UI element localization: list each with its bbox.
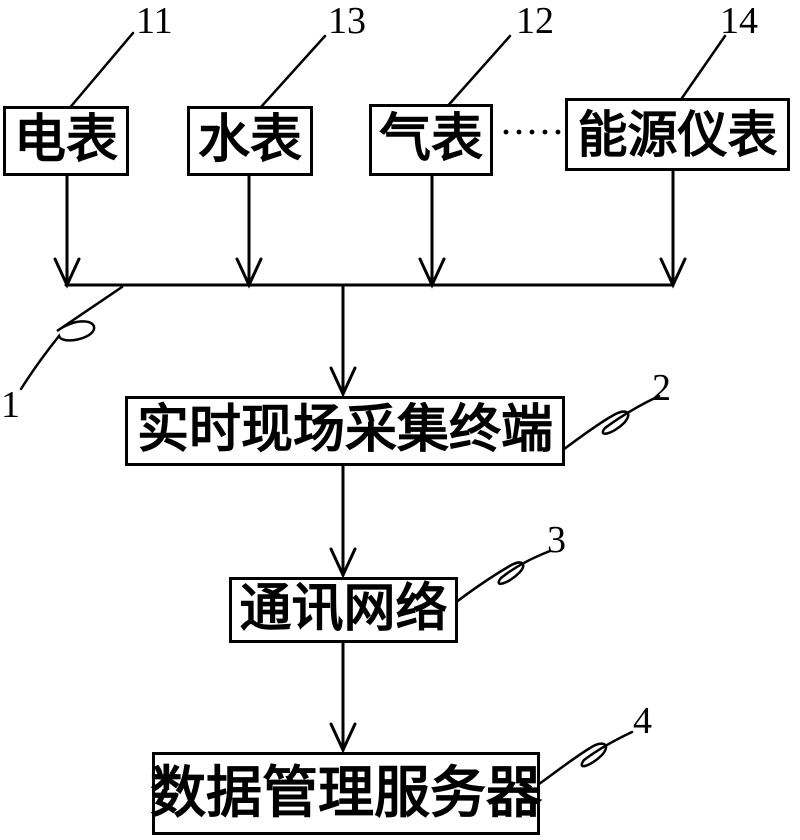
box-data-management-server: 数据管理服务器 xyxy=(150,752,542,835)
squiggle-leader-3 xyxy=(449,549,552,608)
squiggle-leader-2 xyxy=(558,394,661,454)
water-meter-label: 水表 xyxy=(197,112,302,169)
squiggle-leader-4 xyxy=(530,730,634,791)
box-gas-meter: 气表 xyxy=(369,104,493,176)
gas-meter-arrow xyxy=(418,174,446,289)
bus-to-terminal-arrow xyxy=(329,284,357,398)
energy-instrument-arrow xyxy=(659,169,687,289)
box-communication-network: 通讯网络 xyxy=(229,577,458,643)
communication-network-label: 通讯网络 xyxy=(239,581,448,638)
box-realtime-collection-terminal: 实时现场采集终端 xyxy=(125,396,565,466)
ellipsis-dots: ····· xyxy=(501,116,567,149)
network-to-server-arrowhead xyxy=(329,722,357,754)
data-management-server-label: 数据管理服务器 xyxy=(150,762,542,825)
ref-label-14: 14 xyxy=(720,0,758,42)
leader-line-11 xyxy=(60,31,135,119)
ref-label-4: 4 xyxy=(633,700,652,742)
energy-instrument-label: 能源仪表 xyxy=(577,106,778,163)
water-meter-arrow xyxy=(235,174,263,289)
electric-meter-arrow xyxy=(53,174,81,289)
bus-to-terminal-arrowhead xyxy=(329,366,357,398)
ref-label-11: 11 xyxy=(136,0,173,42)
ref-label-13: 13 xyxy=(328,0,366,42)
ref-label-2: 2 xyxy=(652,367,671,409)
electric-meter-label: 电表 xyxy=(13,112,118,169)
box-water-meter: 水表 xyxy=(187,106,313,176)
squiggle-leader-1 xyxy=(19,285,124,391)
ref-label-12: 12 xyxy=(516,0,554,42)
box-electric-meter: 电表 xyxy=(3,106,129,176)
ref-label-3: 3 xyxy=(547,519,566,561)
network-to-server-arrow xyxy=(329,641,357,754)
leader-line-13 xyxy=(250,34,327,119)
realtime-collection-terminal-label: 实时现场采集终端 xyxy=(136,402,553,459)
ref-label-1: 1 xyxy=(1,384,20,426)
gas-meter-label: 气表 xyxy=(378,111,483,168)
terminal-to-network-arrow xyxy=(329,464,357,579)
terminal-to-network-arrowhead xyxy=(329,547,357,579)
leader-line-14 xyxy=(680,34,727,100)
box-energy-instrument: 能源仪表 xyxy=(565,98,790,171)
